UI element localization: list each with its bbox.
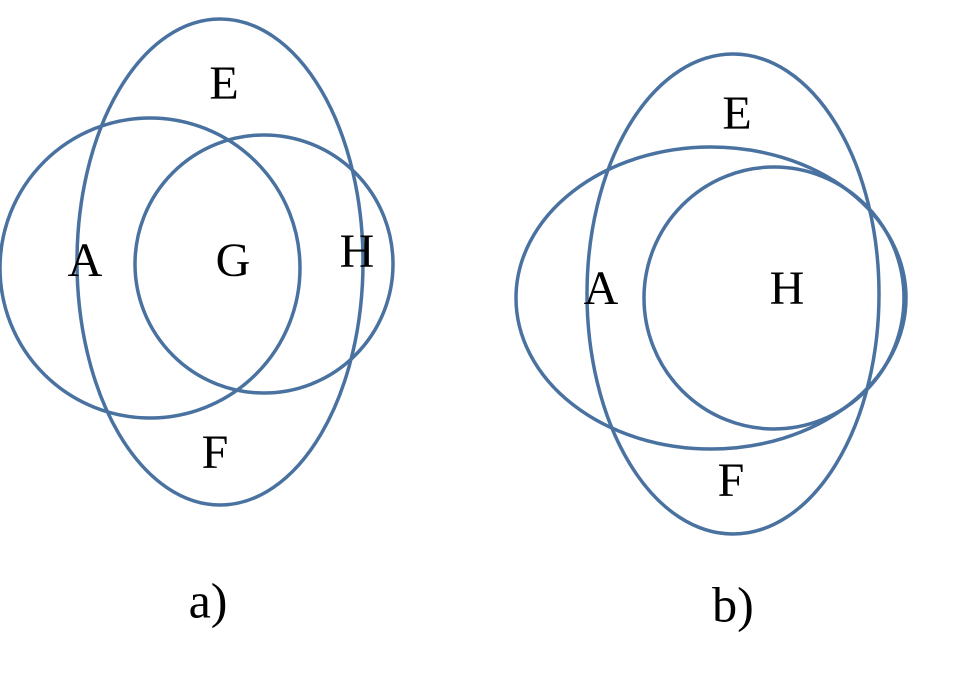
panel-b-caption: b) xyxy=(712,576,754,632)
panel-a-set-E-ellipse xyxy=(75,17,365,507)
panel-b-label-A: A xyxy=(584,262,619,315)
panel-a-label-A: A xyxy=(68,234,103,287)
panel-b-set-H-circle xyxy=(642,165,906,431)
panel-a: E A G H F a) xyxy=(0,17,395,628)
panel-a-caption: a) xyxy=(189,572,228,628)
panel-b-label-F: F xyxy=(718,454,745,507)
panel-b-label-H: H xyxy=(770,262,805,315)
panel-a-label-E: E xyxy=(209,57,238,110)
panel-a-label-G: G xyxy=(216,234,251,287)
panel-b-set-A-ellipse xyxy=(514,145,908,451)
panel-b-label-E: E xyxy=(722,87,751,140)
panel-b: E A H F b) xyxy=(514,52,908,632)
panel-a-set-A-circle xyxy=(0,116,302,420)
panel-a-label-F: F xyxy=(202,426,229,479)
panel-a-label-H: H xyxy=(340,225,375,278)
panel-a-set-H-circle xyxy=(133,133,395,395)
panel-b-set-E-F-ellipse xyxy=(585,52,881,536)
